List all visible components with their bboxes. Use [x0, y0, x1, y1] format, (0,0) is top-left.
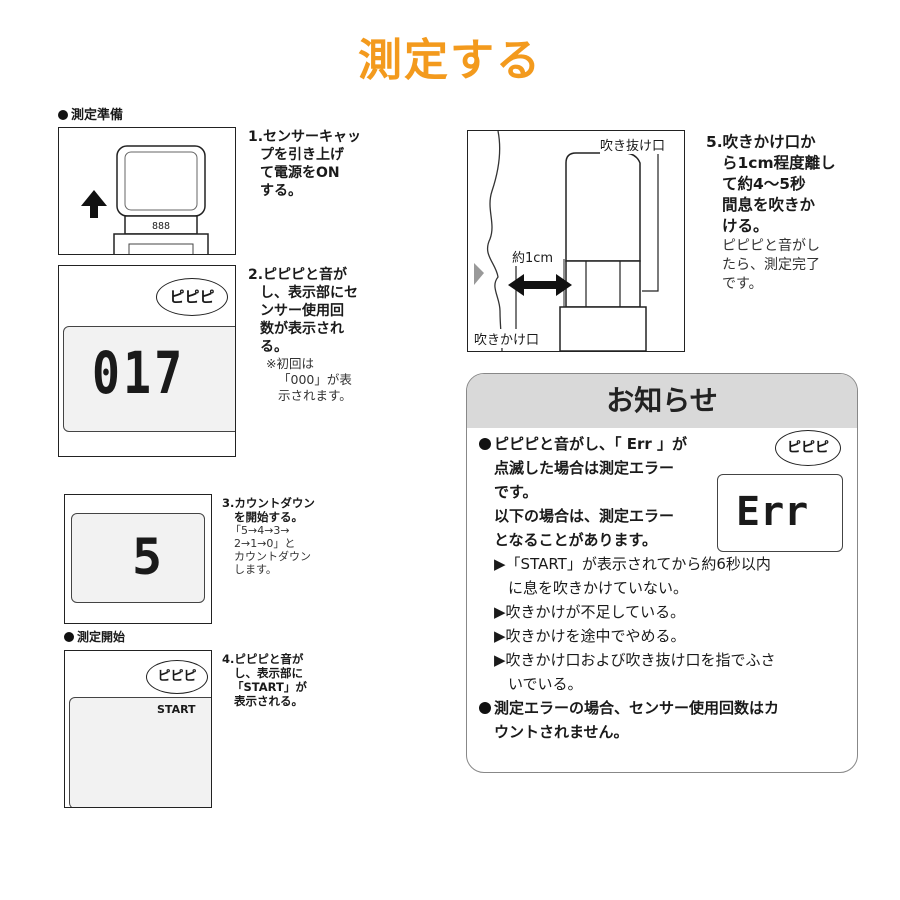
step2-line: 2.ピピピと音が: [248, 267, 348, 283]
step5-line: ら1cm程度離し: [722, 154, 836, 172]
step3-line: 3.カウントダウン: [222, 496, 315, 510]
triangle-bullet-icon: ▶: [494, 603, 506, 621]
step3-line: カウントダウン: [234, 550, 311, 563]
step1-text: 1.センサーキャッ プを引き上げ て電源をON する。: [248, 128, 361, 200]
section-start-heading: 測定開始: [64, 628, 125, 645]
triangle-bullet-icon: ▶: [494, 555, 506, 573]
face-profile: [486, 131, 503, 351]
step3-line: 2→1→0」と: [234, 537, 296, 550]
notice-list-item: に息を吹きかけていない。: [508, 579, 689, 597]
step4-line: 4.ピピピと音が: [222, 652, 304, 666]
lcd-display: 5: [71, 513, 205, 603]
notice-list-item: 吹きかけが不足している。: [505, 603, 686, 621]
device-top: [565, 152, 641, 262]
step1-line: プを引き上げ: [260, 147, 344, 163]
outlet-leader-line: [642, 145, 659, 292]
step5-line: て約4～5秒: [722, 175, 806, 193]
step5-line: ける。: [722, 217, 769, 235]
error-code: Err: [736, 489, 809, 535]
double-arrow-icon: [508, 274, 572, 296]
breath-icon: [474, 263, 484, 285]
step3-text: 3.カウントダウン を開始する。 「5→4→3→ 2→1→0」と カウントダウン…: [222, 496, 315, 576]
step1-line: 1.センサーキャッ: [248, 129, 362, 145]
bullet-icon: [479, 438, 491, 450]
notice-list-item: 吹きかけ口および吹き抜け口を指でふさ: [505, 651, 776, 669]
step5-note: たら、測定完了: [722, 257, 820, 273]
bullet-icon: [64, 632, 74, 642]
notice-paragraph: 測定エラーの場合、センサー使用回数はカ ウントされません。: [479, 696, 849, 744]
step5-text: 5.吹きかけ口か ら1cm程度離し て約4～5秒 間息を吹きか ける。 ピピピと…: [706, 132, 836, 294]
lcd-display: 017: [63, 326, 235, 432]
notice-line: です。: [494, 483, 538, 501]
notice-box: お知らせ ピピピと音がし、「 Err 」が 点滅した場合は測定エラー です。 以…: [466, 373, 858, 773]
notice-list-item: 「START」が表示されてから約6秒以内: [505, 555, 771, 573]
notice-line: 以下の場合は、測定エラー: [494, 507, 675, 525]
cap-digits: 888: [152, 221, 170, 232]
step2-line: ンサー使用回: [260, 303, 344, 319]
section-prepare-heading: 測定準備: [58, 104, 123, 123]
notice-list: ▶「START」が表示されてから約6秒以内 に息を吹きかけていない。 ▶吹きかけ…: [479, 552, 849, 696]
up-arrow-icon: [81, 190, 107, 218]
step1-line: て電源をON: [260, 165, 340, 181]
step4-line: 表示される。: [234, 694, 303, 708]
step2-note: 示されます。: [278, 388, 352, 403]
step3-line: を開始する。: [234, 510, 303, 524]
sensor-cap-inner: [124, 151, 198, 211]
notice-line: ウントされません。: [494, 723, 629, 741]
step1-line: する。: [260, 183, 302, 199]
step5-note: ピピピと音がし: [722, 238, 820, 254]
notice-line: 点滅した場合は測定エラー: [494, 459, 675, 477]
step4-line: し、表示部に: [234, 666, 303, 680]
countdown-value: 5: [132, 528, 163, 586]
notice-line: ピピピと音がし、「 Err 」が: [494, 435, 687, 453]
step5-illustration: 吹き抜け口 約1cm 吹きかけ口: [467, 130, 685, 352]
sensor-cap: [116, 145, 206, 217]
inlet-label: 吹きかけ口: [474, 329, 540, 348]
distance-label: 約1cm: [512, 247, 554, 266]
notice-line: となることがあります。: [494, 531, 658, 549]
beep-bubble: ピピピ: [156, 278, 228, 316]
notice-paragraph: ピピピと音がし、「 Err 」が 点滅した場合は測定エラー です。 以下の場合は…: [479, 432, 849, 552]
device-mouthpiece: [565, 260, 641, 308]
notice-title: お知らせ: [467, 374, 857, 428]
step5-line: 5.吹きかけ口か: [706, 133, 816, 151]
step5-note: です。: [722, 276, 763, 292]
notice-list-item: 吹きかけを途中でやめる。: [505, 627, 686, 645]
section-prepare-label: 測定準備: [71, 108, 124, 123]
notice-body: ピピピと音がし、「 Err 」が 点滅した場合は測定エラー です。 以下の場合は…: [479, 432, 849, 744]
error-lcd-display: Err: [717, 474, 843, 552]
device-window: [128, 243, 194, 254]
step3-line: 「5→4→3→: [230, 524, 290, 537]
bullet-icon: [58, 110, 68, 120]
step1-illustration: 888: [58, 127, 236, 255]
step4-text: 4.ピピピと音が し、表示部に 「START」が 表示される。: [222, 652, 307, 708]
step2-text: 2.ピピピと音が し、表示部にセ ンサー使用回 数が表示され る。 ※初回は 「…: [248, 266, 358, 404]
triangle-bullet-icon: ▶: [494, 651, 506, 669]
outlet-label: 吹き抜け口: [600, 135, 666, 154]
step2-note: 「000」が表: [278, 372, 352, 387]
triangle-bullet-icon: ▶: [494, 627, 506, 645]
beep-bubble: ピピピ: [146, 660, 208, 694]
lcd-display: [69, 697, 211, 807]
step2-line: し、表示部にセ: [260, 285, 358, 301]
section-start-label: 測定開始: [77, 630, 126, 644]
device-cap-illustration: 888: [81, 145, 209, 254]
step5-line: 間息を吹きか: [722, 196, 816, 214]
beep-bubble: ピピピ: [775, 430, 841, 466]
notice-line: 測定エラーの場合、センサー使用回数はカ: [494, 699, 780, 717]
step4-line: 「START」が: [232, 680, 307, 694]
notice-list-item: いでいる。: [508, 675, 583, 693]
step2-line: る。: [260, 339, 288, 355]
start-label: START: [157, 703, 196, 716]
step2-line: 数が表示され: [260, 321, 344, 337]
page-title: 測定する: [358, 35, 542, 86]
step2-note: ※初回は: [266, 356, 314, 371]
step3-line: します。: [234, 563, 277, 576]
bullet-icon: [479, 702, 491, 714]
breath-diagram: [474, 131, 659, 351]
usage-count: 017: [92, 339, 186, 407]
device-body: [559, 306, 647, 351]
step3-illustration: 5: [64, 494, 212, 624]
